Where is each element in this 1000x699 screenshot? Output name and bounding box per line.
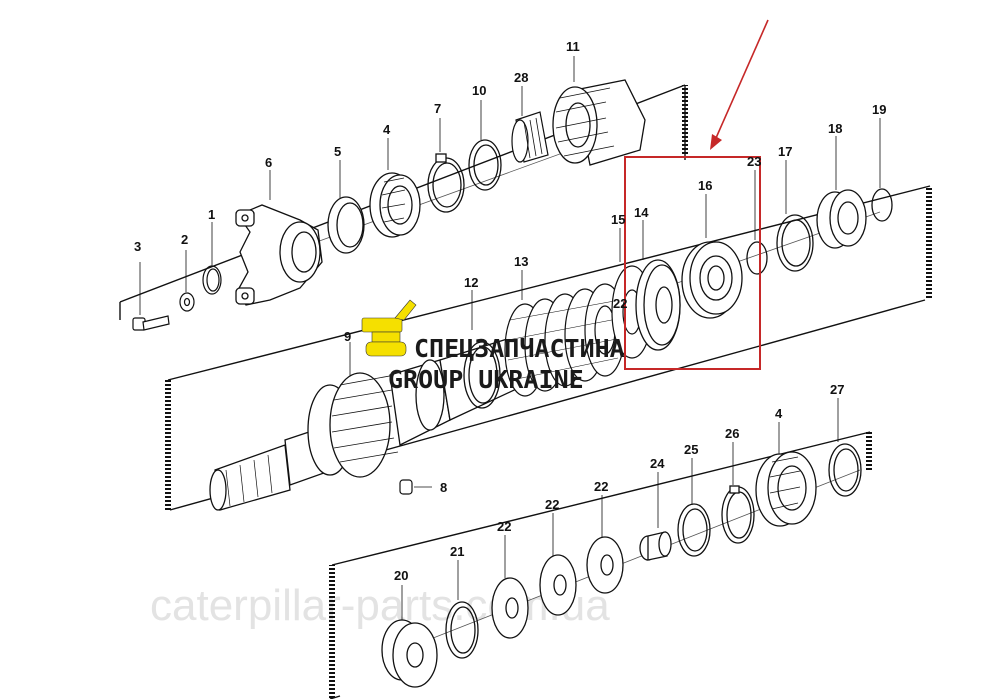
label-1: 1 — [208, 207, 215, 222]
part-labels: 1 2 3 4 5 6 7 8 9 10 11 12 13 14 15 16 1… — [134, 39, 886, 583]
part-ring-25 — [677, 458, 711, 557]
label-20: 20 — [394, 568, 408, 583]
part-bolt-3 — [132, 262, 170, 331]
highlight-callout — [624, 19, 769, 370]
label-16: 16 — [698, 178, 712, 193]
label-3: 3 — [134, 239, 141, 254]
part-bearing-4-top — [369, 138, 421, 238]
part-washer-22-a — [491, 535, 529, 639]
label-18: 18 — [828, 121, 842, 136]
part-bearing-4-bottom — [755, 422, 817, 527]
part-ring-12 — [463, 290, 501, 409]
highlight-box — [624, 156, 761, 370]
label-4-bottom: 4 — [775, 406, 783, 421]
label-5: 5 — [334, 144, 341, 159]
label-22-b: 22 — [545, 497, 559, 512]
label-14: 14 — [634, 205, 649, 220]
label-25: 25 — [684, 442, 698, 457]
label-6: 6 — [265, 155, 272, 170]
label-7: 7 — [434, 101, 441, 116]
part-cup-20 — [381, 585, 438, 688]
part-disc-pack-13 — [504, 270, 626, 397]
red-arrow-line — [715, 19, 769, 139]
bottom-frame-dashes — [329, 432, 872, 699]
top-frame-dashes — [682, 85, 688, 160]
red-arrow-head — [710, 134, 722, 150]
part-ring-27 — [828, 398, 862, 497]
label-13: 13 — [514, 254, 528, 269]
part-snap-ring-26 — [721, 442, 755, 544]
label-10: 10 — [472, 83, 486, 98]
brand-line-2: GROUP UKRAINE — [388, 365, 584, 394]
brand-watermark: СПЕЦЗАПЧАСТИНА GROUP UKRAINE — [361, 299, 625, 394]
part-gear-hub-11 — [552, 56, 646, 166]
label-22-d: 22 — [613, 296, 627, 311]
part-ring-23 — [746, 170, 768, 275]
label-22-a: 22 — [497, 519, 511, 534]
part-seal-5 — [327, 160, 365, 254]
label-24: 24 — [650, 456, 665, 471]
label-17: 17 — [778, 144, 792, 159]
part-bearing-18 — [816, 136, 867, 249]
part-washer-22-c — [586, 495, 624, 594]
part-ring-21 — [445, 560, 479, 659]
middle-frame-dashes — [165, 186, 932, 510]
part-oring-1 — [202, 222, 222, 295]
part-pin-8 — [399, 479, 432, 495]
url-watermark: caterpillar-parts.com.ua — [150, 581, 610, 630]
part-plate-14 — [635, 220, 681, 351]
label-22-c: 22 — [594, 479, 608, 494]
part-washer-22-b — [539, 513, 577, 616]
part-snap-ring-17 — [776, 160, 814, 272]
label-28: 28 — [514, 70, 528, 85]
label-27: 27 — [830, 382, 844, 397]
part-snap-ring-7 — [427, 118, 465, 213]
part-piston-16 — [681, 194, 743, 319]
label-15: 15 — [611, 212, 625, 227]
part-washer-2 — [179, 250, 195, 312]
label-12: 12 — [464, 275, 478, 290]
brand-line-1: СПЕЦЗАПЧАСТИНА — [414, 334, 625, 363]
part-ring-19 — [871, 118, 893, 222]
label-21: 21 — [450, 544, 464, 559]
label-19: 19 — [872, 102, 886, 117]
part-ring-10 — [468, 100, 502, 191]
excavator-logo-icon — [361, 299, 417, 357]
label-11: 11 — [566, 39, 580, 54]
part-yoke-6 — [235, 170, 323, 306]
part-main-shaft-9 — [209, 334, 526, 511]
part-needle-bearing-28 — [511, 86, 549, 163]
label-2: 2 — [181, 232, 188, 247]
label-23: 23 — [747, 154, 761, 169]
part-bushing-24 — [639, 472, 672, 561]
label-4-top: 4 — [383, 122, 391, 137]
label-9: 9 — [344, 329, 351, 344]
label-8: 8 — [440, 480, 447, 495]
label-26: 26 — [725, 426, 739, 441]
